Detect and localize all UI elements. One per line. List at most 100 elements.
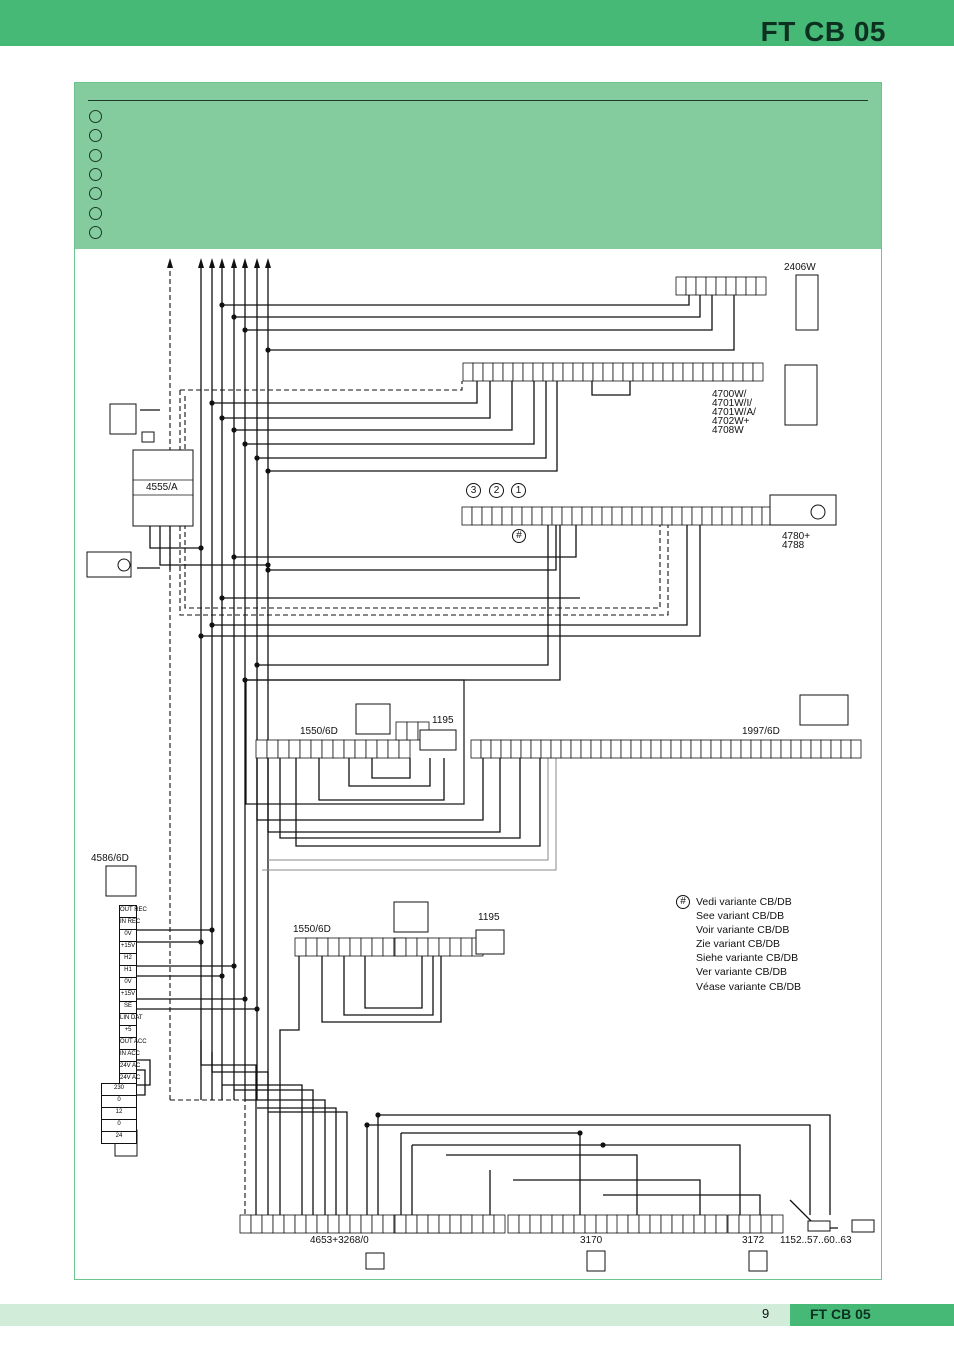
wire [201,525,701,637]
terminal [641,506,653,526]
terminal [481,506,493,526]
legend-circle [89,129,102,143]
terminal [360,937,373,957]
junction-dot [265,567,271,573]
label-1550-6d-b: 1550/6D [293,924,331,935]
terminal [261,1214,274,1234]
label-1195-b: 1195 [478,912,500,923]
variant-note: Siehe variante CB/DB [696,952,799,964]
terminal [730,739,742,759]
terminal [680,739,692,759]
terminal [354,739,367,759]
terminal [675,276,687,296]
legend-circle [89,167,102,181]
terminal [749,1214,762,1234]
terminal [581,506,593,526]
wire [603,1194,761,1215]
terminal [631,506,643,526]
terminal [406,721,419,741]
wire [245,525,561,681]
device-4586 [105,865,137,897]
label-3170: 3170 [580,1235,603,1246]
enclosure-upper [245,679,465,805]
junction-dot [265,562,271,568]
terminal [800,739,812,759]
terminal [382,1214,395,1234]
terminal [490,739,502,759]
junction-dot [600,1142,606,1148]
terminal [612,362,624,382]
terminal [541,506,553,526]
grey-wires [262,758,557,871]
terminal [520,739,532,759]
terminal [595,1214,608,1234]
wire [257,525,549,666]
terminal [695,276,707,296]
terminal [239,1214,252,1234]
junction-dot [254,1006,260,1012]
footer-code: FT CB 05 [810,1306,871,1322]
junction-dot [265,347,271,353]
terminal [662,362,674,382]
footer-tab [790,1304,954,1326]
wire [257,381,547,459]
label-4780: 4780+ 4788 [782,531,811,551]
legend-rule [88,100,868,101]
terminal [760,1214,773,1234]
junction-dot [209,622,215,628]
terminal [552,362,564,382]
device-1152-b [851,1219,875,1233]
terminal [472,362,484,382]
arrow-head [167,258,173,268]
variant-marker: # [512,529,526,543]
device-1195-upper [419,729,457,751]
wire [184,396,661,609]
terminal [770,739,782,759]
terminal [712,362,724,382]
wire [256,758,484,821]
terminal-label: 24 [101,1131,137,1144]
wire [137,1069,146,1096]
terminal [305,937,318,957]
junction-dot [198,633,204,639]
terminal [349,1214,362,1234]
variant-note: Zie variant CB/DB [696,938,781,950]
terminal [572,362,584,382]
terminal [562,1214,575,1234]
junction-dot [254,455,260,461]
junction-dot [265,468,271,474]
junction-dot [231,963,237,969]
terminal [255,739,268,759]
wire [279,758,521,839]
terminal [299,739,312,759]
wire [378,1114,831,1215]
terminal [338,1214,351,1234]
terminal [294,1214,307,1234]
junction-dot [219,595,225,601]
terminal [349,937,362,957]
terminal [741,506,753,526]
wire [364,956,423,1009]
junction-dot [375,1112,381,1118]
terminal [661,506,673,526]
terminal [470,739,482,759]
terminal [573,1214,586,1234]
terminal [760,739,772,759]
terminal [316,937,329,957]
terminal [532,362,544,382]
terminal-label: H1 [119,965,137,978]
wire [446,1154,638,1215]
terminal [638,1214,651,1234]
terminal [642,362,654,382]
wire [245,1099,326,1215]
terminal [600,739,612,759]
wires [137,262,838,1229]
terminal [394,937,407,957]
wire [591,381,631,396]
terminal [493,1214,506,1234]
terminal [531,506,543,526]
terminal [471,506,483,526]
variant-note: Vedi variante CB/DB [696,896,792,908]
terminal [751,506,763,526]
label-1550-6d-a: 1550/6D [300,726,338,737]
